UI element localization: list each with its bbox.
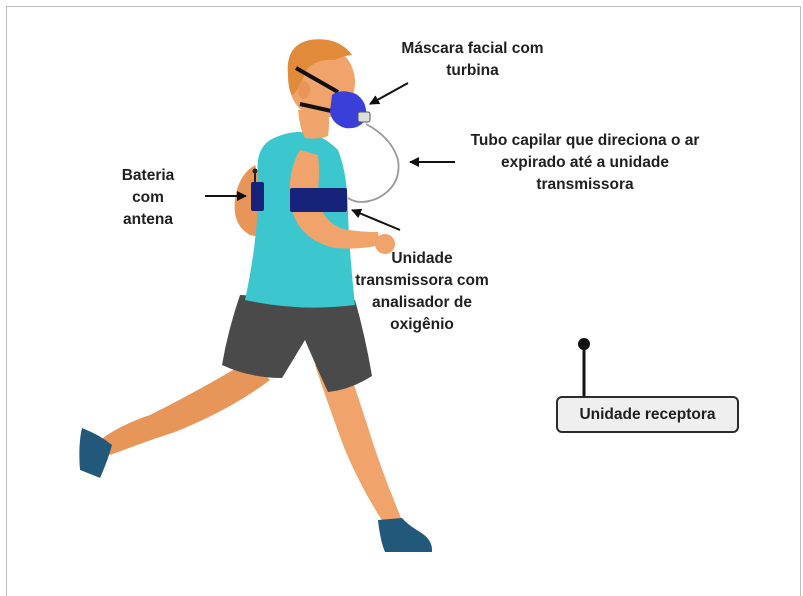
transmitter-unit — [290, 188, 347, 212]
receiver-label: Unidade receptora — [579, 406, 715, 424]
transmitter-arrow — [352, 210, 400, 230]
mask-arrow — [370, 83, 408, 104]
face-mask — [330, 91, 366, 128]
capillary-tube — [348, 124, 399, 202]
receiver-antenna-tip — [578, 338, 590, 350]
transmitter-label: Unidade transmissora com analisador de o… — [352, 248, 492, 336]
battery-unit — [251, 182, 264, 211]
mask-label: Máscara facial com turbina — [385, 38, 560, 82]
battery-label: Bateria com antena — [108, 165, 188, 231]
turbine — [358, 112, 370, 122]
back-leg — [79, 360, 270, 482]
front-shoe — [378, 518, 432, 552]
tube-label: Tubo capilar que direciona o ar expirado… — [450, 130, 720, 196]
receiver-unit-box: Unidade receptora — [556, 396, 739, 433]
